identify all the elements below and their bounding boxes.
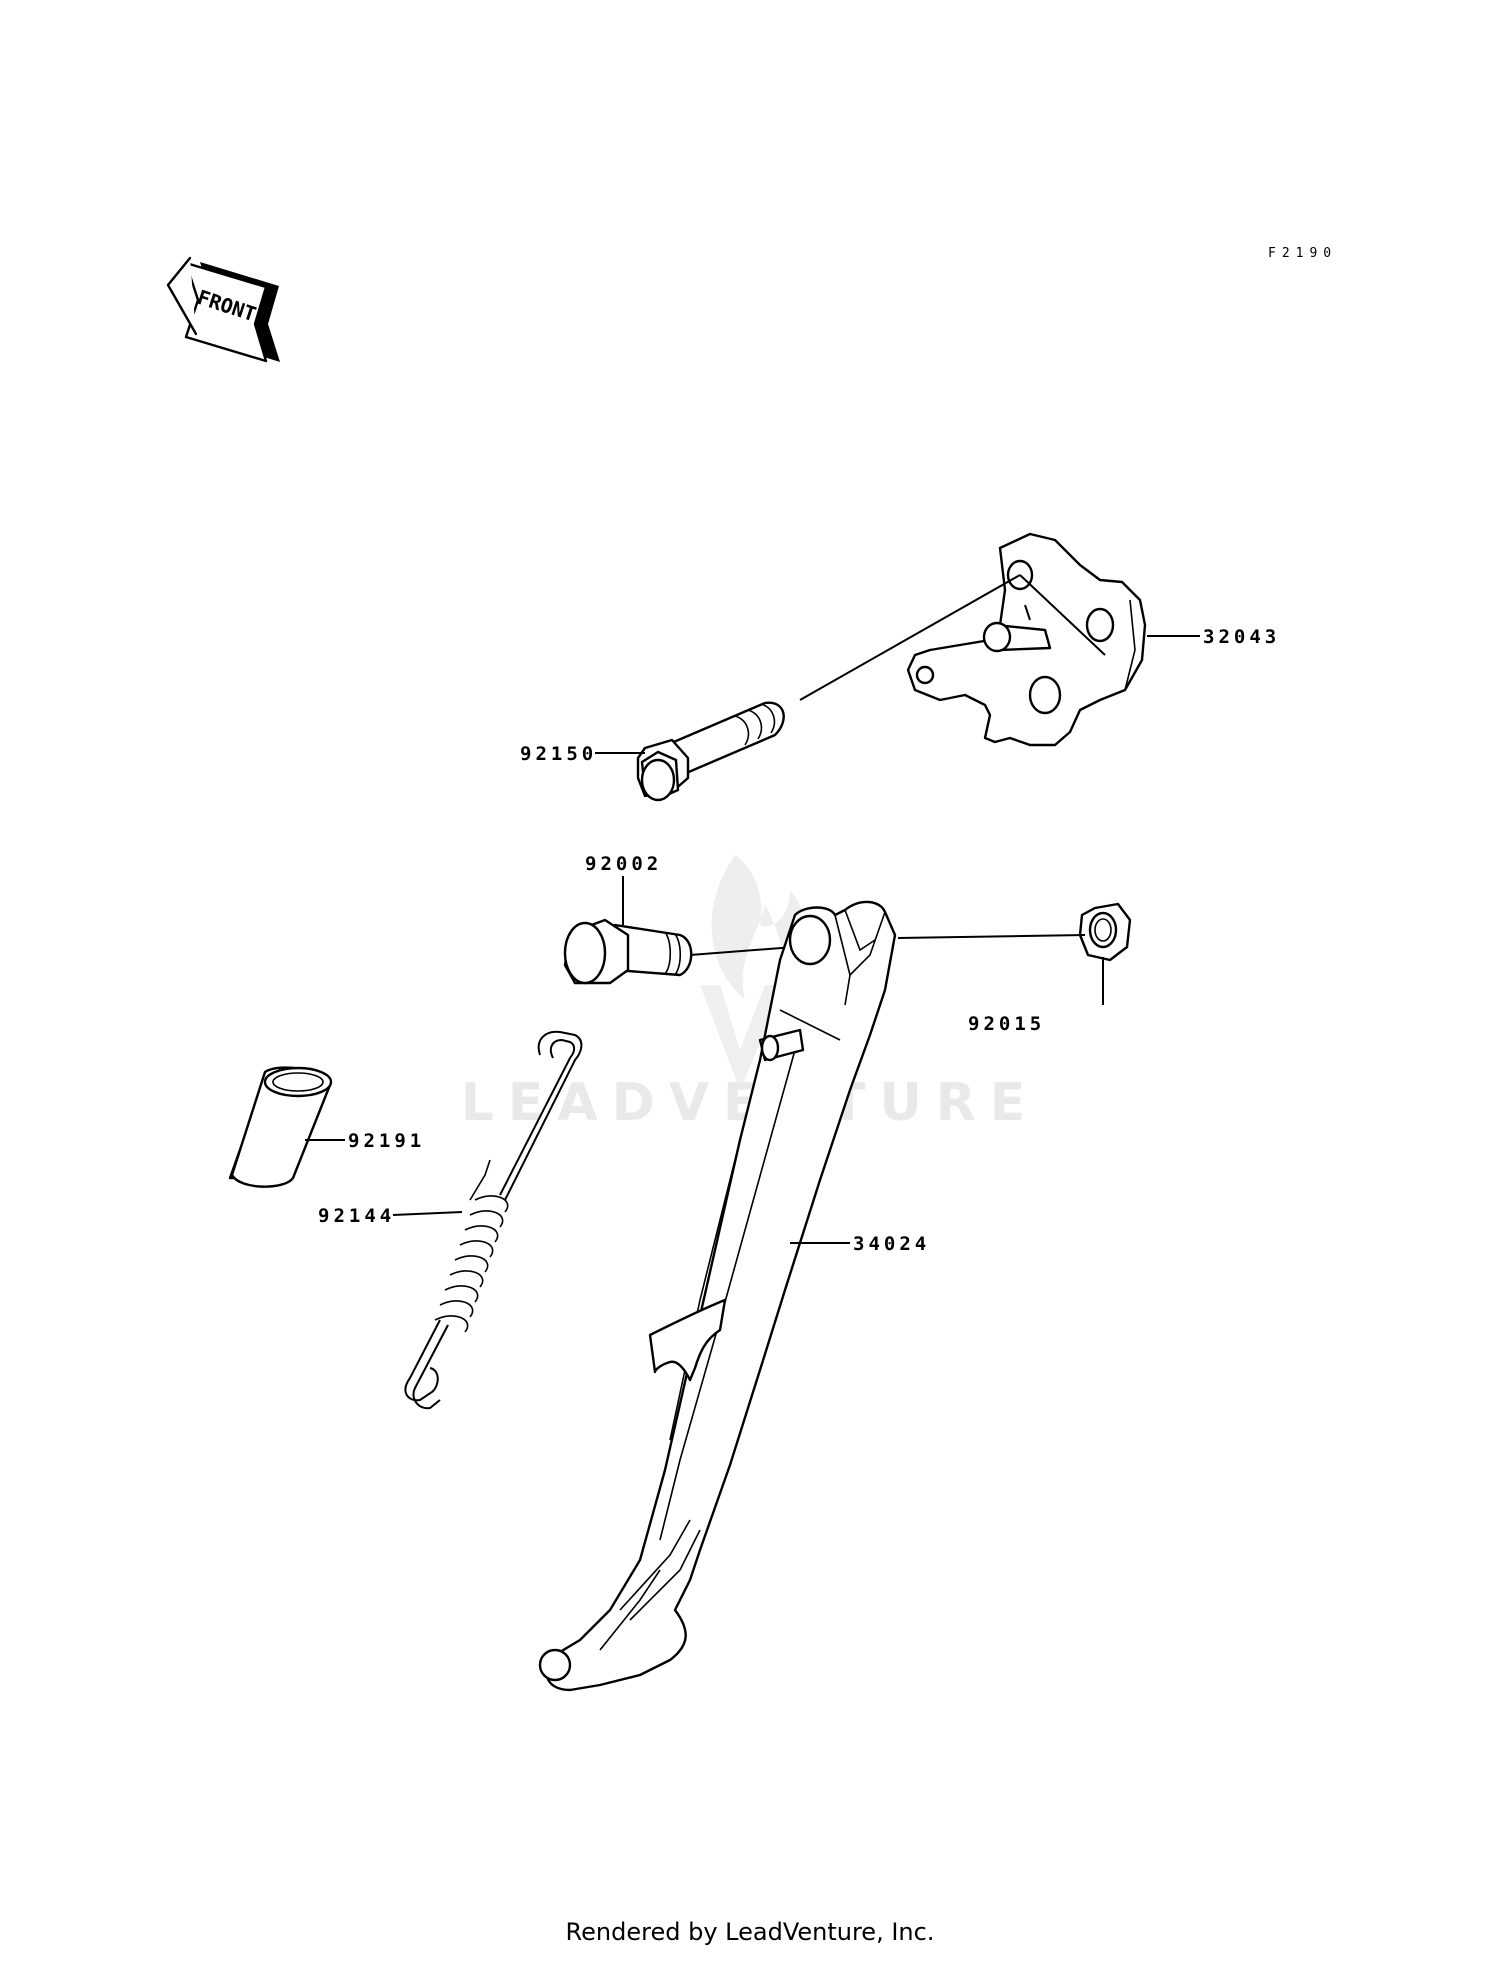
callout-32043: 32043	[1147, 626, 1280, 648]
callout-92144: 92144	[318, 1205, 463, 1227]
spring-part	[404, 1030, 583, 1410]
callout-92150: 92150	[520, 743, 645, 765]
pivot-bolt-part	[563, 918, 693, 985]
watermark: LEADVENTURE	[461, 855, 1040, 1133]
callout-label-92015: 92015	[968, 1013, 1045, 1035]
nut-part	[1078, 902, 1132, 962]
front-arrow-icon: FRONT	[166, 256, 280, 363]
bolt-part	[636, 701, 785, 802]
side-stand-part	[538, 900, 897, 1692]
callout-label-34024: 34024	[853, 1233, 930, 1255]
callout-label-92144: 92144	[318, 1205, 395, 1227]
callout-label-92002: 92002	[585, 853, 662, 875]
callout-92015: 92015	[968, 957, 1104, 1035]
leader-bolt-bracket	[799, 574, 1021, 701]
callout-label-32043: 32043	[1203, 626, 1280, 648]
watermark-text: LEADVENTURE	[461, 1073, 1040, 1133]
callout-label-92150: 92150	[520, 743, 597, 765]
diagram-code: F2190	[1268, 246, 1337, 261]
bracket-part	[906, 532, 1147, 747]
footer-credit: Rendered by LeadVenture, Inc.	[565, 1918, 935, 1946]
callout-label-92191: 92191	[348, 1130, 425, 1152]
collar-part	[228, 1066, 333, 1188]
callout-34024: 34024	[790, 1233, 930, 1255]
callout-92191: 92191	[305, 1130, 425, 1152]
callout-92002: 92002	[585, 853, 662, 925]
